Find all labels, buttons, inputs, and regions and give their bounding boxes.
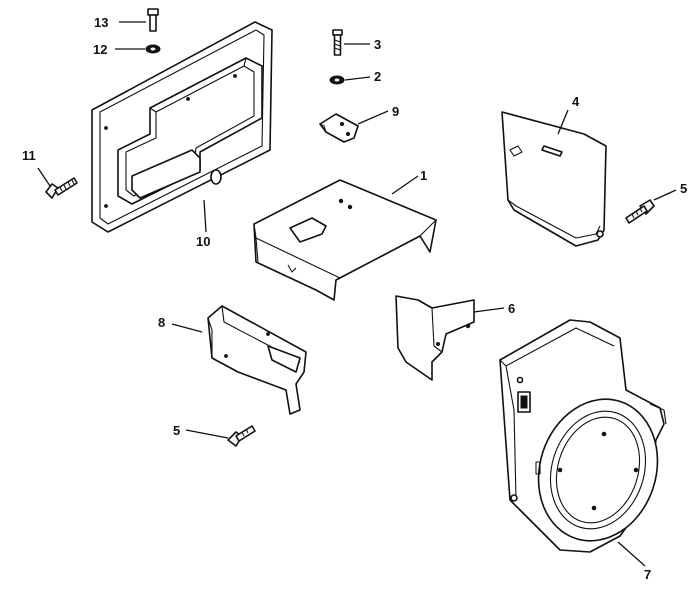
part-3-screw — [332, 29, 343, 56]
part-5-screw-left — [227, 425, 256, 447]
callout-2: 2 — [374, 69, 381, 84]
callout-1: 1 — [420, 168, 427, 183]
part-2-washer — [329, 75, 345, 85]
part-6-rear-baffle — [395, 295, 475, 381]
part-5-screw-right — [625, 199, 655, 224]
part-8-cylinder-baffle — [207, 305, 307, 415]
callout-5-right: 5 — [680, 181, 687, 196]
callout-3: 3 — [374, 37, 381, 52]
callout-4: 4 — [572, 94, 580, 109]
callout-labels: 13 12 11 10 9 3 2 4 5 1 6 8 5 7 — [22, 15, 687, 582]
callout-11: 11 — [22, 148, 36, 163]
part-1-cylinder-shield — [253, 179, 437, 301]
part-13-screw — [147, 8, 159, 32]
callout-13: 13 — [94, 15, 108, 30]
callout-12: 12 — [93, 42, 107, 57]
callout-10: 10 — [196, 234, 210, 249]
part-12-washer — [145, 44, 161, 54]
callout-7: 7 — [644, 567, 651, 582]
part-7-blower-housing — [499, 319, 667, 553]
part-9-bracket — [319, 113, 359, 143]
callout-5-left: 5 — [173, 423, 180, 438]
callout-9: 9 — [392, 104, 399, 119]
part-11-screw — [45, 177, 78, 199]
part-4-baffle-plate — [501, 111, 607, 247]
part-10-baffle-frame — [91, 21, 273, 233]
callout-8: 8 — [158, 315, 165, 330]
callout-6: 6 — [508, 301, 515, 316]
leader-lines — [37, 21, 677, 567]
